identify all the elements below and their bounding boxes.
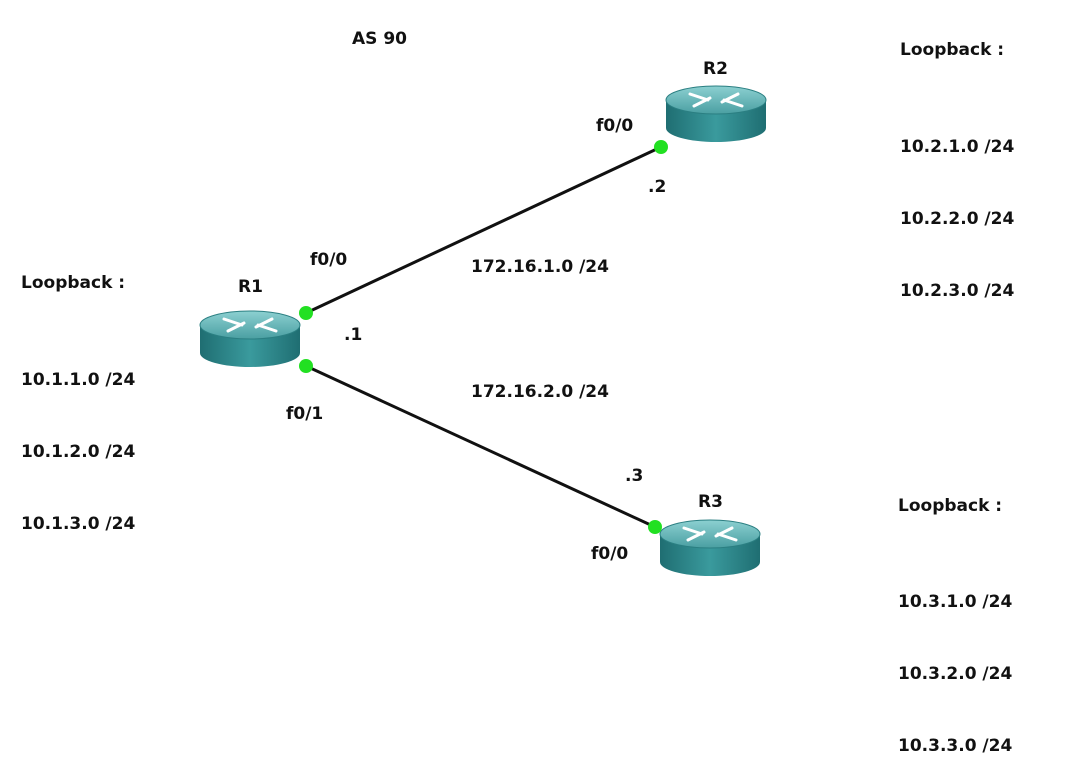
router-r2[interactable] [665,85,767,142]
loopback-item: 10.3.1.0 /24 [898,592,1013,612]
loopback-list-r3: 10.3.1.0 /24 10.3.2.0 /24 10.3.3.0 /24 [898,542,1012,782]
port-r2-f0-0[interactable] [654,140,668,154]
router-r3[interactable] [659,519,761,576]
loopback-title-r3: Loopback : [898,496,1003,516]
host-label-r1: .1 [344,325,363,345]
interface-label-r2-f0-0: f0/0 [596,116,634,136]
port-r1-f0-0[interactable] [299,306,313,320]
loopback-item: 10.3.2.0 /24 [898,664,1013,684]
loopback-title-r2: Loopback : [900,40,1005,60]
interface-label-r3-f0-0: f0/0 [591,544,629,564]
loopback-item: 10.1.2.0 /24 [21,442,136,462]
loopback-list-r1: 10.1.1.0 /24 10.1.2.0 /24 10.1.3.0 /24 [21,320,135,560]
loopback-item: 10.1.1.0 /24 [21,370,136,390]
loopback-item: 10.2.2.0 /24 [900,209,1015,229]
router-name-r1: R1 [238,277,263,297]
loopback-item: 10.2.3.0 /24 [900,281,1015,301]
loopback-list-r2: 10.2.1.0 /24 10.2.2.0 /24 10.2.3.0 /24 [900,87,1014,327]
interface-label-r1-f0-1: f0/1 [286,404,324,424]
router-arrows-icon [682,526,738,542]
loopback-item: 10.3.3.0 /24 [898,736,1013,756]
host-label-r3: .3 [625,466,644,486]
link-r1-r2[interactable] [305,145,662,315]
port-r3-f0-0[interactable] [648,520,662,534]
router-name-r2: R2 [703,59,728,79]
router-r1[interactable] [199,310,301,367]
loopback-item: 10.1.3.0 /24 [21,514,136,534]
link-r1-r3[interactable] [305,364,656,529]
topology-canvas [199,85,767,576]
interface-label-r1-f0-0: f0/0 [310,250,348,270]
port-r1-f0-1[interactable] [299,359,313,373]
router-arrows-icon [688,92,744,108]
loopback-title-r1: Loopback : [21,273,126,293]
as-label: AS 90 [352,29,407,49]
loopback-item: 10.2.1.0 /24 [900,137,1015,157]
router-arrows-icon [222,317,278,333]
subnet-label-link1: 172.16.1.0 /24 [471,257,609,277]
router-name-r3: R3 [698,492,723,512]
subnet-label-link2: 172.16.2.0 /24 [471,382,609,402]
host-label-r2: .2 [648,177,667,197]
